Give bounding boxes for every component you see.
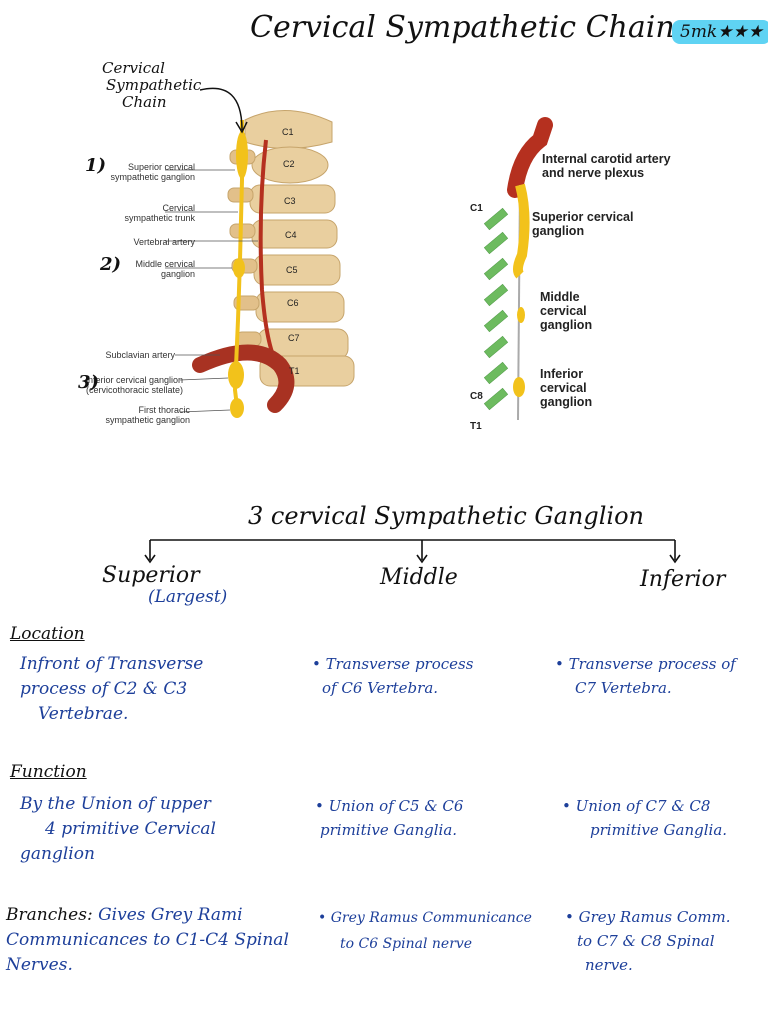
label-inferior-ganglion: Inferior cervical ganglion (cervicothora… <box>85 375 183 395</box>
location-superior: Infront of Transverse process of C2 & C3… <box>20 654 204 724</box>
location-inferior: • Transverse process of C7 Vertebra. <box>555 655 736 697</box>
row-label-branches: Branches: <box>6 905 93 925</box>
marks-badge: 5mk★★★ <box>672 20 768 44</box>
number-2: 2) <box>100 254 122 275</box>
row-label-function: Function <box>10 762 87 782</box>
label-vertebral-artery: Vertebral artery <box>133 237 195 247</box>
chain-schematic-diagram <box>483 117 553 421</box>
column-superior: Superior <box>102 563 200 588</box>
branches-inferior: • Grey Ramus Comm. to C7 & C8 Spinal ner… <box>565 908 731 974</box>
page-title: Cervical Sympathetic Chain <box>250 10 675 45</box>
label-middle-ganglion: Middle cervical ganglion <box>135 259 195 279</box>
vertebra-c7: C7 <box>288 333 300 343</box>
location-middle: • Transverse process of C6 Vertebra. <box>312 655 474 697</box>
label-superior-ganglion: Superior cervical sympathetic ganglion <box>110 162 195 182</box>
number-1: 1) <box>85 155 107 176</box>
vertebra-c6: C6 <box>287 298 299 308</box>
label-middle-cervical-ganglion: Middle cervical ganglion <box>540 290 593 332</box>
function-middle: • Union of C5 & C6 primitive Ganglia. <box>315 797 464 839</box>
number-3: 3) <box>78 372 100 393</box>
vertebra-t1: T1 <box>289 366 300 376</box>
label-first-thoracic-ganglion: First thoracic sympathetic ganglion <box>105 405 190 425</box>
superior-note: (Largest) <box>148 587 228 607</box>
row-label-location: Location <box>10 624 85 644</box>
branches-middle: • Grey Ramus Communicance to C6 Spinal n… <box>318 910 532 952</box>
label-carotid-artery: Internal carotid artery and nerve plexus <box>542 152 671 180</box>
tree-heading: 3 cervical Sympathetic Ganglion <box>248 502 644 530</box>
vertebra-c3: C3 <box>284 196 296 206</box>
chain-handwritten-label: Cervical Sympathetic Chain <box>102 59 202 111</box>
column-inferior: Inferior <box>640 567 726 592</box>
function-inferior: • Union of C7 & C8 primitive Ganglia. <box>562 797 728 839</box>
label-c1: C1 <box>470 203 483 214</box>
label-c8: C8 <box>470 391 483 402</box>
branches-superior: Branches: Gives Grey Rami Communicances … <box>6 905 289 975</box>
tree-branches <box>144 539 681 564</box>
label-superior-cervical-ganglion: Superior cervical ganglion <box>532 210 634 238</box>
label-inferior-cervical-ganglion: Inferior cervical ganglion <box>540 367 593 409</box>
vertebra-c4: C4 <box>285 230 297 240</box>
column-middle: Middle <box>380 565 458 590</box>
vertebra-c5: C5 <box>286 265 298 275</box>
vertebra-c1: C1 <box>282 127 294 137</box>
label-t1: T1 <box>470 421 482 432</box>
cervical-spine-diagram <box>165 87 355 418</box>
vertebra-c2: C2 <box>283 159 295 169</box>
label-subclavian-artery: Subclavian artery <box>105 350 175 360</box>
function-superior: By the Union of upper 4 primitive Cervic… <box>20 794 216 864</box>
label-sympathetic-trunk: Cervical sympathetic trunk <box>124 203 195 223</box>
